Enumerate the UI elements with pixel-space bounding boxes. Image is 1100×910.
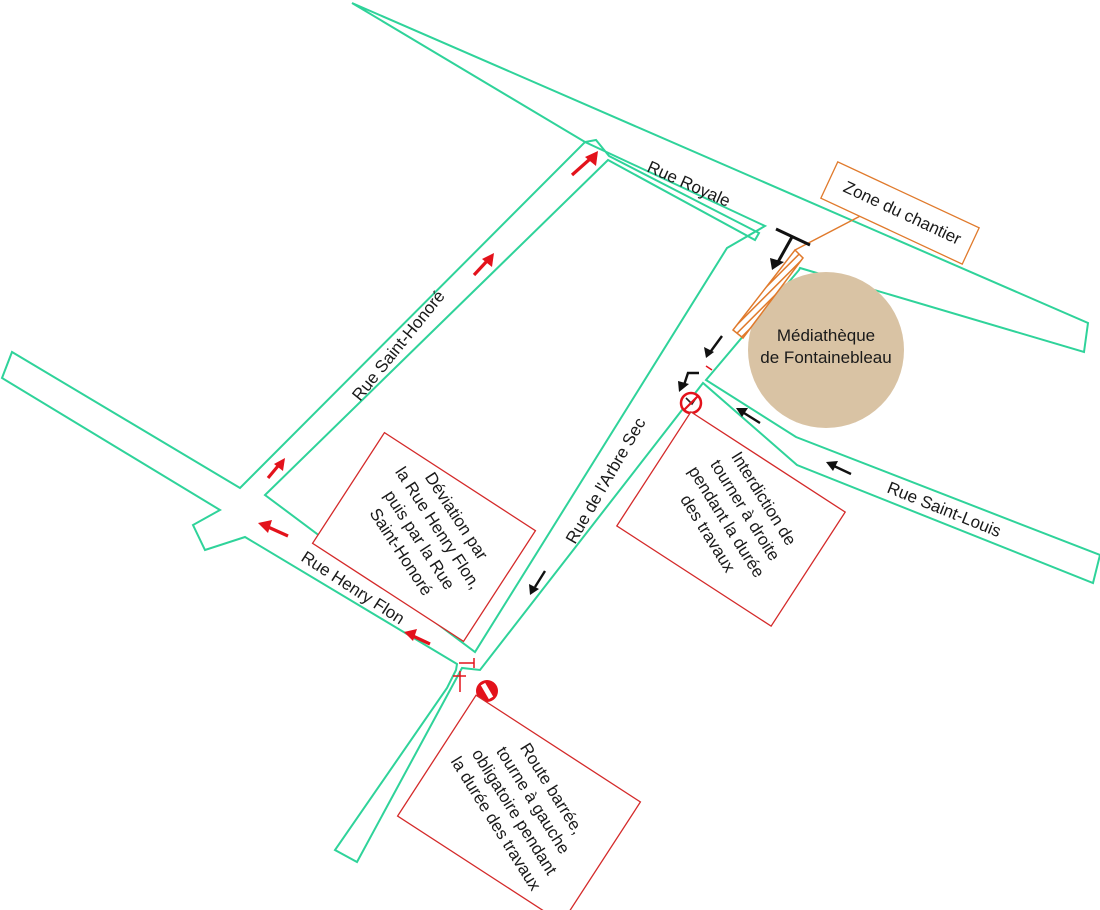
callout-deviation: Déviation par la Rue Henry Flon, puis pa… (311, 431, 537, 643)
mediatheque-landmark: Médiathèque de Fontainebleau (748, 272, 904, 428)
traffic-arrow-saint-louis-2 (826, 461, 852, 476)
no-right-turn-sign-icon (679, 391, 703, 415)
traffic-arrow-arbre-sec-1 (704, 335, 723, 358)
worksite-zone (731, 248, 804, 340)
callout-route-barree: Route barrée, tourne à gauche obligatoir… (396, 694, 642, 910)
traffic-arrow-saint-louis-1 (736, 408, 761, 425)
street-label-saint-honore: Rue Saint-Honoré (348, 287, 448, 405)
callout-interdiction: Interdiction de tourner à droite pendant… (615, 410, 847, 628)
detour-arrow-henry-flon-2 (258, 520, 289, 538)
detour-arrow-saint-honore-1 (266, 458, 285, 480)
no-entry-sign-icon (476, 680, 498, 702)
road-barrier-icon (770, 227, 811, 270)
mediatheque-label-line2: de Fontainebleau (760, 348, 891, 367)
detour-arrow-saint-honore-3 (570, 151, 598, 177)
detour-arrow-saint-honore-2 (472, 253, 494, 277)
street-network (0, 2, 1100, 864)
mediatheque-label-line1: Médiathèque (777, 326, 875, 345)
mediatheque-circle (748, 272, 904, 428)
detour-arrow-henry-flon-1 (404, 629, 431, 646)
traffic-arrow-turn (678, 371, 699, 392)
street-label-saint-louis: Rue Saint-Louis (885, 478, 1004, 541)
junction-closure-markers (453, 365, 713, 692)
traffic-arrow-arbre-sec-2 (529, 570, 547, 595)
